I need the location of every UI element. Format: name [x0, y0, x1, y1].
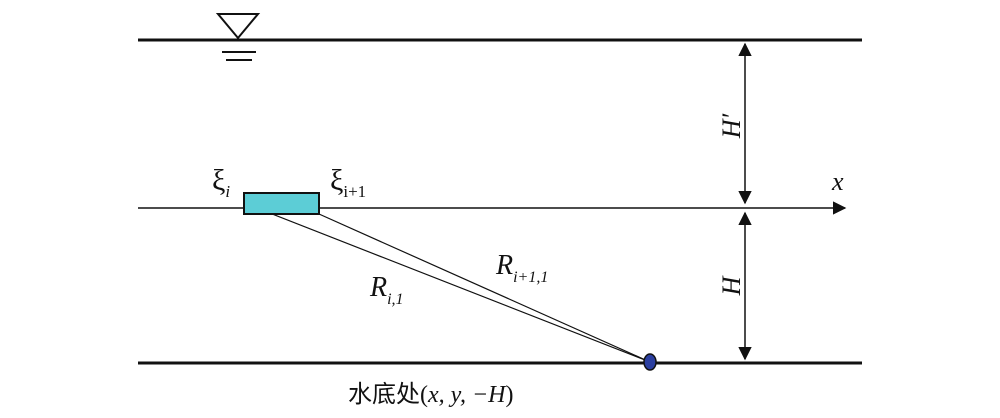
source-element — [243, 192, 320, 215]
r-i1-label: Ri,1 — [369, 272, 404, 308]
water-level-triangle-icon — [215, 13, 261, 61]
h-label: H — [717, 275, 746, 296]
bottom-location-label: 水底处(x, y, −H) — [348, 381, 514, 408]
x-axis-label: x — [831, 167, 844, 196]
xi-plus-one-label: ξi+1 — [330, 164, 366, 201]
xi-label: ξi — [212, 164, 230, 201]
r-i1-line — [243, 202, 651, 363]
r-i11-label: Ri+1,1 — [495, 250, 548, 286]
h-prime-label: H′ — [717, 113, 746, 139]
r-i11-line — [318, 213, 651, 363]
bottom-point — [643, 353, 657, 371]
